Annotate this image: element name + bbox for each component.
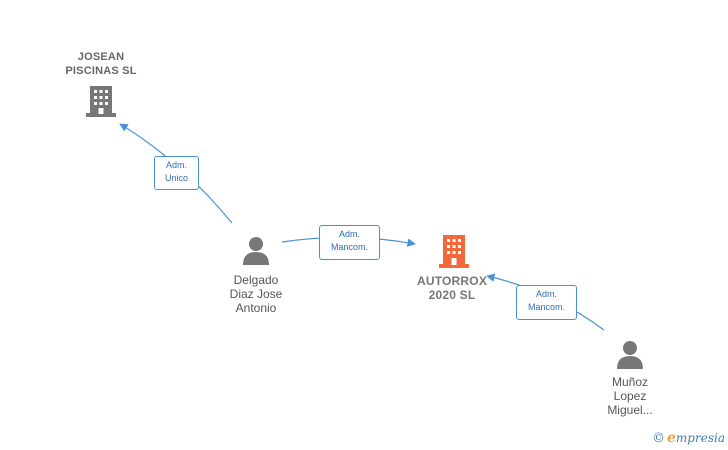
person-name-line: Lopez <box>613 389 647 403</box>
person-name-line: Diaz Jose <box>229 287 283 301</box>
empresia-logo[interactable]: ©empresia <box>652 430 725 446</box>
company-label-josean[interactable]: JOSEAN PISCINAS SL <box>46 50 156 78</box>
edge-label-line: Adm. <box>338 229 360 239</box>
edge-label-line: Adm. <box>165 160 187 170</box>
company-name-line: 2020 SL <box>428 288 476 302</box>
person-icon[interactable] <box>243 237 269 265</box>
edge-label-line: Adm. <box>535 289 557 299</box>
company-label-autorrox[interactable]: AUTORROX 2020 SL <box>400 274 504 302</box>
person-icon[interactable] <box>617 341 643 369</box>
person-label-delgado[interactable]: Delgado Diaz Jose Antonio <box>206 273 306 315</box>
person-name-line: Miguel... <box>607 403 653 417</box>
edge-label-adm-mancom[interactable]: Adm. Mancom. <box>516 285 577 320</box>
company-name-line: AUTORROX <box>416 274 488 288</box>
building-icon[interactable] <box>439 235 469 268</box>
edge-label-line: Mancom. <box>527 302 565 312</box>
person-name-line: Muñoz <box>611 375 649 389</box>
building-icon[interactable] <box>86 86 116 117</box>
person-label-munoz[interactable]: Muñoz Lopez Miguel... <box>588 375 672 417</box>
edge-label-line: Mancom. <box>330 242 368 252</box>
person-name-line: Antonio <box>235 301 277 315</box>
edge-label-adm-unico[interactable]: Adm. Unico <box>154 156 199 190</box>
company-name-line: JOSEAN <box>77 51 125 63</box>
brand-initial: e <box>667 430 676 446</box>
copyright-icon: © <box>652 431 665 446</box>
person-name-line: Delgado <box>233 273 279 287</box>
edge-label-line: Unico <box>164 173 188 183</box>
edge-label-adm-mancom[interactable]: Adm. Mancom. <box>319 225 380 260</box>
brand-name: mpresia <box>675 431 725 445</box>
company-name-line: PISCINAS SL <box>65 65 137 77</box>
